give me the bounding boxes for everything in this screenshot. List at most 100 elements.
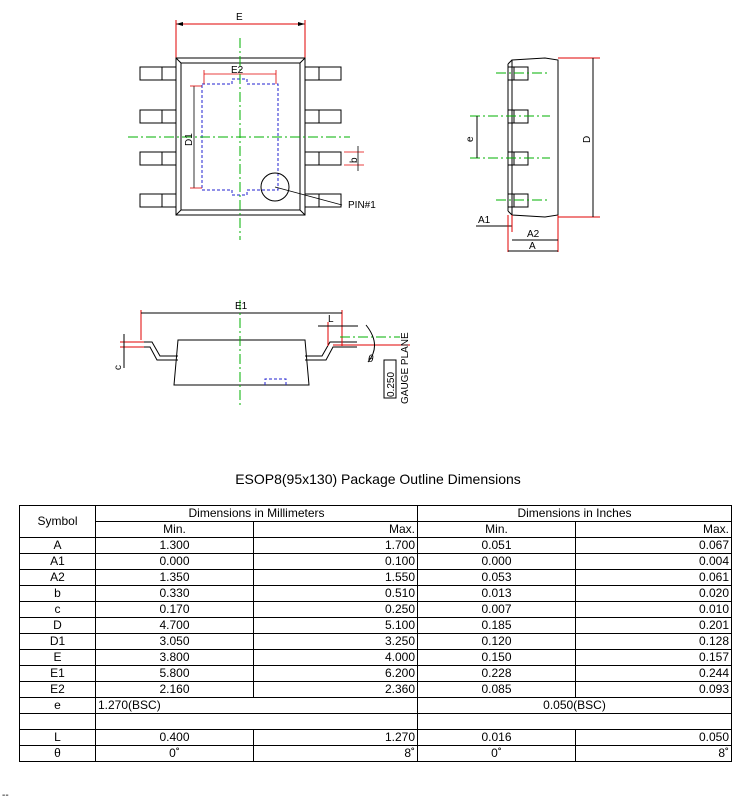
- cell-mm-bsc: 1.270(BSC): [95, 697, 418, 714]
- cell-in-min: 0.228: [417, 665, 576, 682]
- header-row: Symbol Dimensions in Millimeters Dimensi…: [19, 505, 732, 538]
- mm-header: Dimensions in Millimeters: [95, 505, 418, 522]
- cell-in-max: 0.067: [575, 537, 732, 554]
- cell-in-max: 0.201: [575, 617, 732, 634]
- cell-in-max: 0.128: [575, 633, 732, 650]
- cell-symbol: E: [19, 649, 96, 666]
- label-c: c: [113, 365, 124, 370]
- table-title: ESOP8(95x130) Package Outline Dimensions: [235, 471, 521, 487]
- in-max-header: Max.: [575, 521, 732, 538]
- symbol-header: Symbol: [19, 505, 96, 538]
- cell-in-min: 0.007: [417, 601, 576, 618]
- cell-in-max: 0.061: [575, 569, 732, 586]
- mm-min-header: Min.: [95, 521, 254, 538]
- cell-in-min: 0.150: [417, 649, 576, 666]
- cell-mm-min: 0.330: [95, 585, 254, 602]
- mm-max-header: Max.: [253, 521, 418, 538]
- top-view: [128, 20, 364, 240]
- cell-mm-max: 1.700: [253, 537, 418, 554]
- table-row: e 1.270(BSC) 0.050(BSC): [19, 697, 732, 714]
- cell-in-max: 8˚: [575, 745, 732, 762]
- cell-in-max: 0.004: [575, 553, 732, 570]
- cell-mm-min: 5.800: [95, 665, 254, 682]
- cell-mm-min: 0.170: [95, 601, 254, 618]
- cell-mm-max: 8˚: [253, 745, 418, 762]
- label-E1: E1: [235, 301, 248, 312]
- cell-in-min: 0.120: [417, 633, 576, 650]
- cell-in-min: 0.000: [417, 553, 576, 570]
- label-e: e: [465, 136, 476, 142]
- cell-symbol: c: [19, 601, 96, 618]
- cell-mm-min: 3.050: [95, 633, 254, 650]
- cell-mm-min: 0.000: [95, 553, 254, 570]
- cell-mm-min: 1.350: [95, 569, 254, 586]
- label-gauge-value: 0.250: [386, 372, 397, 397]
- cell-mm-max: 3.250: [253, 633, 418, 650]
- cell-mm-min: 2.160: [95, 681, 254, 698]
- cell-in-min: 0.016: [417, 729, 576, 746]
- cell-in-max: 0.050: [575, 729, 732, 746]
- cell-in-min: 0.051: [417, 537, 576, 554]
- label-L: L: [328, 314, 334, 325]
- cell-mm-max: 0.100: [253, 553, 418, 570]
- cell-mm-max: 4.000: [253, 649, 418, 666]
- footer-mark: --: [2, 790, 9, 801]
- label-pin1: PIN#1: [348, 200, 376, 211]
- cell-mm-max: 1.270: [253, 729, 418, 746]
- label-gauge-plane: GAUGE PLANE: [400, 332, 411, 404]
- cell-in-max: 0.093: [575, 681, 732, 698]
- cell-in-max: 0.010: [575, 601, 732, 618]
- label-D1: D1: [184, 133, 195, 146]
- label-b: b: [349, 157, 360, 163]
- cell-symbol: A2: [19, 569, 96, 586]
- cell-in-min: 0.185: [417, 617, 576, 634]
- cell-empty: [95, 713, 418, 730]
- cell-mm-max: 2.360: [253, 681, 418, 698]
- cell-mm-min: 4.700: [95, 617, 254, 634]
- cell-symbol: D: [19, 617, 96, 634]
- cell-mm-min: 0˚: [95, 745, 254, 762]
- label-E2: E2: [231, 65, 244, 76]
- cell-mm-min: 3.800: [95, 649, 254, 666]
- label-A2: A2: [527, 229, 540, 240]
- cell-symbol: L: [19, 729, 96, 746]
- side-view: [470, 57, 600, 252]
- cell-symbol: θ: [19, 745, 96, 762]
- cell-in-min: 0.053: [417, 569, 576, 586]
- cell-symbol: b: [19, 585, 96, 602]
- dimensions-table: Symbol Dimensions in Millimeters Dimensi…: [19, 505, 732, 762]
- label-theta: θ: [368, 354, 374, 365]
- label-A: A: [529, 241, 536, 252]
- cell-in-max: 0.157: [575, 649, 732, 666]
- cell-empty: [417, 713, 732, 730]
- cell-in-min: 0.085: [417, 681, 576, 698]
- cell-in-min: 0.013: [417, 585, 576, 602]
- cell-mm-max: 1.550: [253, 569, 418, 586]
- cell-symbol: D1: [19, 633, 96, 650]
- cell-symbol: A: [19, 537, 96, 554]
- table-row-empty: [19, 713, 732, 730]
- cell-symbol: E2: [19, 681, 96, 698]
- cell-in-bsc: 0.050(BSC): [417, 697, 732, 714]
- front-view: [120, 300, 410, 408]
- cell-symbol: A1: [19, 553, 96, 570]
- label-A1: A1: [478, 215, 491, 226]
- cell-empty: [19, 713, 96, 730]
- cell-symbol: E1: [19, 665, 96, 682]
- cell-mm-min: 0.400: [95, 729, 254, 746]
- cell-in-min: 0˚: [417, 745, 576, 762]
- package-outline-drawing: E E2 D1 b PIN#1 e D A1 A2 A: [113, 12, 600, 408]
- cell-symbol: e: [19, 697, 96, 714]
- cell-mm-max: 0.250: [253, 601, 418, 618]
- cell-in-max: 0.244: [575, 665, 732, 682]
